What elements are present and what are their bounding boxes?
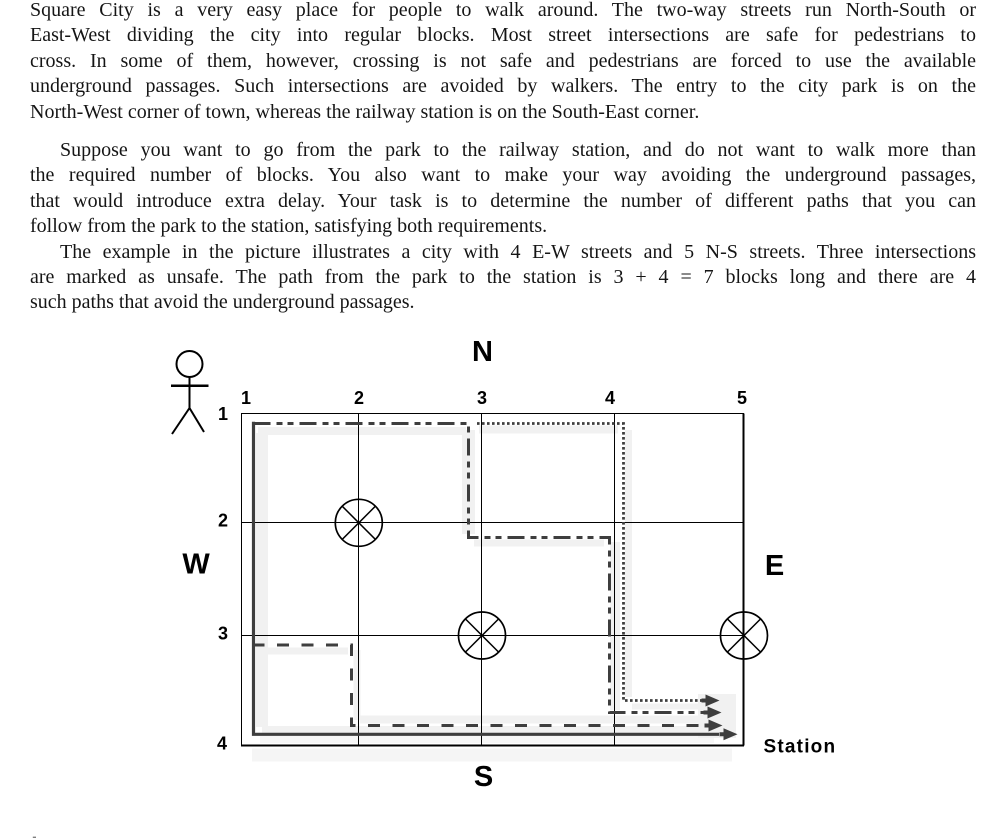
svg-text:5: 5 bbox=[737, 388, 747, 408]
svg-text:N: N bbox=[472, 336, 493, 368]
svg-text:2: 2 bbox=[354, 388, 364, 408]
svg-text:4: 4 bbox=[605, 388, 615, 408]
svg-text:4: 4 bbox=[217, 734, 227, 754]
svg-text:1: 1 bbox=[241, 388, 251, 408]
svg-text:W: W bbox=[182, 549, 210, 581]
svg-text:3: 3 bbox=[218, 624, 228, 644]
svg-text:2: 2 bbox=[218, 511, 228, 531]
svg-text:3: 3 bbox=[477, 388, 487, 408]
svg-text:E: E bbox=[765, 550, 784, 582]
svg-text:Station: Station bbox=[764, 736, 837, 757]
svg-text:S: S bbox=[474, 761, 493, 793]
svg-text:1: 1 bbox=[218, 404, 228, 424]
